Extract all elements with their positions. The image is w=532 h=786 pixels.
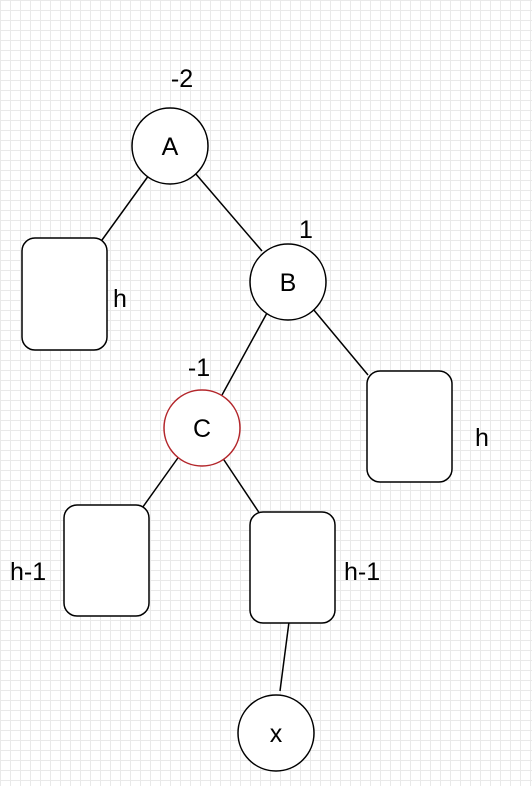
subtree-b-right <box>366 370 453 483</box>
node-a-balance: -2 <box>171 65 193 93</box>
node-c-label: C <box>193 415 211 443</box>
subtree-a-left <box>21 237 108 351</box>
node-x-label: x <box>270 720 283 748</box>
edge-c-right-subtree <box>221 456 263 518</box>
node-c-balance: -1 <box>188 354 210 382</box>
node-b <box>249 243 327 321</box>
subtree-c-right <box>249 511 336 624</box>
node-a-label: A <box>162 133 179 161</box>
subtree-b-right-height: h <box>475 424 489 452</box>
node-x <box>237 694 315 772</box>
subtree-c-left <box>63 504 150 617</box>
subtree-c-left-height: h-1 <box>10 558 46 586</box>
edge-b-c <box>221 312 268 396</box>
edge-c-left-subtree <box>139 454 181 512</box>
node-c <box>163 389 241 467</box>
node-b-label: B <box>280 269 297 297</box>
subtree-c-right-height: h-1 <box>344 558 380 586</box>
node-a <box>131 107 209 185</box>
subtree-a-left-height: h <box>113 285 127 313</box>
edge-a-left-subtree <box>101 174 150 241</box>
edge-a-b <box>194 172 263 252</box>
edge-b-right-subtree <box>312 308 369 376</box>
node-b-balance: 1 <box>299 216 313 244</box>
edge-subtree-x <box>279 621 290 692</box>
